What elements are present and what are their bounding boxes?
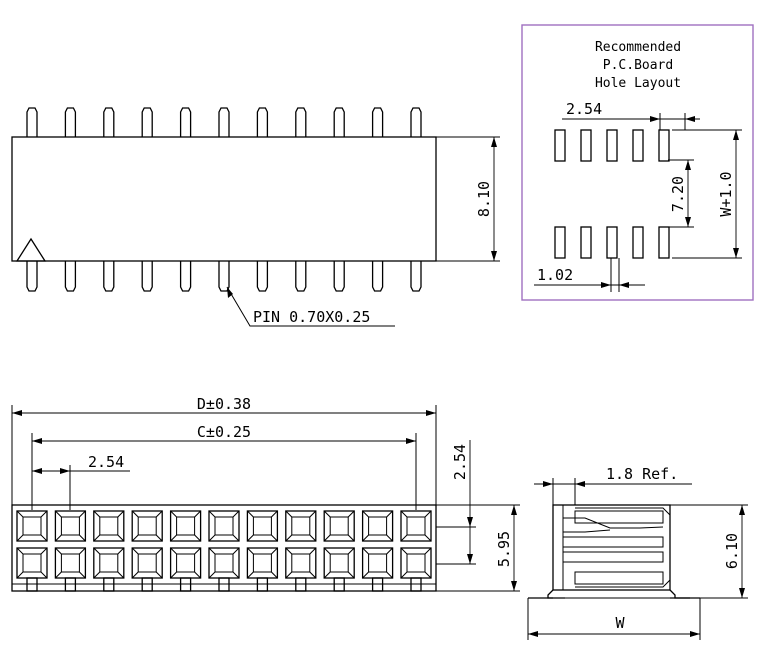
lower-pin <box>410 261 422 292</box>
hole-layout-frame <box>521 24 754 301</box>
contact-cell <box>361 547 394 592</box>
upper-pin <box>26 107 38 137</box>
side-view: 1.8 Ref. W 6.10 <box>527 465 748 640</box>
pcb-hole <box>554 129 566 162</box>
contact-cell <box>400 510 432 542</box>
contact-cell <box>54 510 87 542</box>
lower-pin <box>26 261 38 292</box>
upper-pin <box>179 107 192 137</box>
pin1-marker <box>15 237 47 262</box>
side-height-label: 6.10 <box>723 533 741 569</box>
front-contact-grid <box>16 510 432 592</box>
upper-pin <box>103 107 115 137</box>
contact-cell <box>285 547 317 592</box>
pcb-hole <box>658 129 670 162</box>
pcb-hole <box>554 226 566 259</box>
front-height-label: 5.95 <box>495 531 513 567</box>
front-view: D±0.38 C±0.25 2.54 2.54 5.95 <box>11 395 520 592</box>
pcb-hole <box>580 226 592 259</box>
contact-cell <box>208 547 240 592</box>
upper-pin <box>333 107 345 137</box>
pcb-hole <box>632 129 644 162</box>
upper-pin <box>218 107 230 137</box>
contact-cell <box>246 510 279 542</box>
upper-pin <box>64 107 77 137</box>
contact-cell <box>208 510 240 542</box>
contact-cell <box>323 547 355 592</box>
hole-size-label: 1.02 <box>537 266 573 284</box>
contact-cell <box>169 510 202 542</box>
upper-pin <box>371 107 384 137</box>
pcb-hole <box>606 226 618 259</box>
hole-pitch-label: 2.54 <box>566 100 602 118</box>
top-pins-upper-row <box>26 107 422 137</box>
pcb-hole <box>606 129 618 162</box>
contact-cell <box>93 510 125 542</box>
d-dimension-label: D±0.38 <box>197 395 251 413</box>
contact-cell <box>285 510 317 542</box>
upper-pin <box>141 107 153 137</box>
contact-cell <box>246 547 279 592</box>
ref-label: 1.8 Ref. <box>606 465 678 483</box>
pcb-hole <box>658 226 670 259</box>
front-pitch-label: 2.54 <box>88 453 124 471</box>
pcb-hole <box>632 226 644 259</box>
contact-cell <box>361 510 394 542</box>
hole-layout: Recommended P.C.Board Hole Layout 2.54 7… <box>521 24 754 301</box>
contact-cell <box>131 547 163 592</box>
hole-layout-title-1: Recommended <box>595 40 681 55</box>
lower-pin <box>218 261 230 292</box>
lower-pin <box>64 261 77 292</box>
top-height-label: 8.10 <box>475 181 493 217</box>
hole-layout-title-3: Hole Layout <box>595 76 681 91</box>
pcb-hole <box>580 129 592 162</box>
lower-pin <box>295 261 307 292</box>
front-vertical-pitch-label: 2.54 <box>451 444 469 480</box>
contact-cell <box>131 510 163 542</box>
lower-pin <box>256 261 269 292</box>
lower-pin <box>141 261 153 292</box>
contact-cell <box>16 547 48 592</box>
upper-pin <box>256 107 269 137</box>
contact-cell <box>54 547 87 592</box>
side-width-label: W <box>615 614 625 632</box>
contact-cell <box>169 547 202 592</box>
lower-pin <box>179 261 192 292</box>
contact-cell <box>323 510 355 542</box>
hole-grid <box>554 129 670 259</box>
hole-row-gap-label: 7.20 <box>669 176 687 212</box>
upper-pin <box>410 107 422 137</box>
pin-label: PIN 0.70X0.25 <box>253 308 370 326</box>
contact-cell <box>16 510 48 542</box>
lower-pin <box>371 261 384 292</box>
lower-pin <box>103 261 115 292</box>
top-view: 8.10 PIN 0.70X0.25 <box>11 107 500 327</box>
hole-layout-title-2: P.C.Board <box>603 58 673 73</box>
lower-pin <box>333 261 345 292</box>
hole-width-label: W+1.0 <box>717 171 735 216</box>
c-dimension-label: C±0.25 <box>197 423 251 441</box>
contact-cell <box>93 547 125 592</box>
upper-pin <box>295 107 307 137</box>
top-body <box>11 136 437 262</box>
top-pins-lower-row <box>26 261 422 292</box>
contact-cell <box>400 547 432 592</box>
